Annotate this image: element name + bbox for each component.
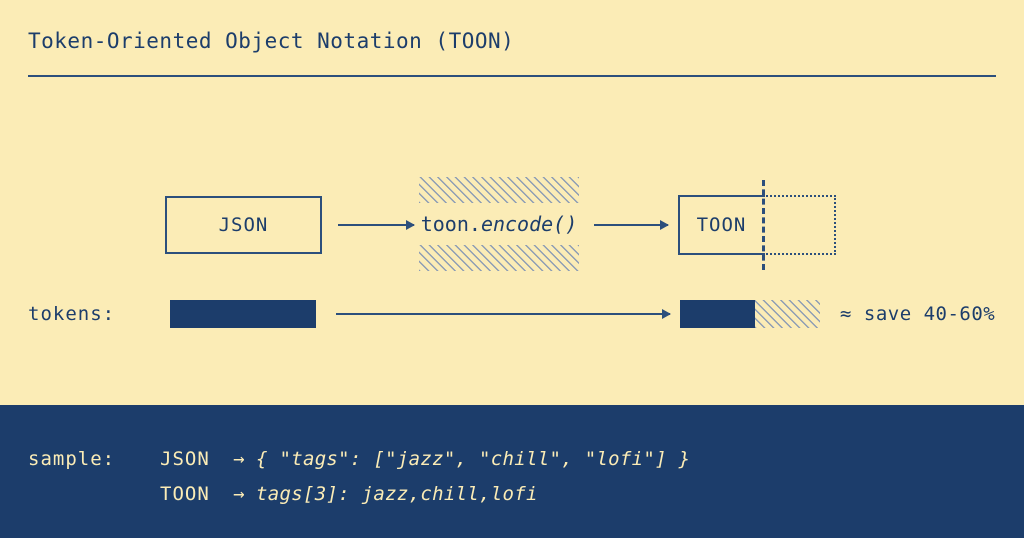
toon-node-label: TOON xyxy=(696,214,747,236)
hatch-band-bottom xyxy=(419,245,579,271)
sample-label: sample: xyxy=(28,448,116,470)
sample-row-kind: JSON xyxy=(160,448,210,470)
tokens-bar-toon-used xyxy=(680,300,755,328)
hatch-band-top xyxy=(419,177,579,203)
tokens-row-label: tokens: xyxy=(28,303,116,325)
title-divider xyxy=(28,75,996,77)
encode-call-label: toon.encode() xyxy=(419,207,579,241)
encode-stage: toon.encode() xyxy=(419,177,579,271)
arrow-encode-to-toon-icon xyxy=(594,220,669,230)
toon-node-saved-region xyxy=(763,195,836,255)
toon-node: TOON xyxy=(678,180,836,270)
json-node-label: JSON xyxy=(218,214,269,236)
sample-row: TOON → tags[3]: jazz,chill,lofi xyxy=(160,483,538,509)
sample-row: JSON → { "tags": ["jazz", "chill", "lofi"]… xyxy=(160,448,690,474)
arrow-json-to-encode-icon xyxy=(338,220,415,230)
json-node: JSON xyxy=(165,196,322,254)
sample-panel: sample: JSON → { "tags": ["jazz", "chill",… xyxy=(0,405,1024,538)
savings-note: ≈ save 40-60% xyxy=(840,303,996,325)
sample-row-arrow-icon: → xyxy=(233,483,245,505)
tokens-bar-toon-saved xyxy=(755,300,820,328)
toon-node-divider xyxy=(762,180,765,270)
tokens-bar-json xyxy=(170,300,316,328)
page-title: Token-Oriented Object Notation (TOON) xyxy=(28,29,515,53)
encode-call: encode() xyxy=(480,212,578,236)
sample-row-value: tags[3]: jazz,chill,lofi xyxy=(256,483,538,505)
encode-prefix: toon. xyxy=(420,212,481,236)
toon-node-filled: TOON xyxy=(678,195,763,255)
sample-row-arrow-icon: → xyxy=(233,448,245,470)
sample-row-kind: TOON xyxy=(160,483,210,505)
sample-row-value: { "tags": ["jazz", "chill", "lofi"] } xyxy=(256,448,691,470)
arrow-tokens-icon xyxy=(336,309,671,319)
tokens-bar-toon xyxy=(680,300,820,328)
